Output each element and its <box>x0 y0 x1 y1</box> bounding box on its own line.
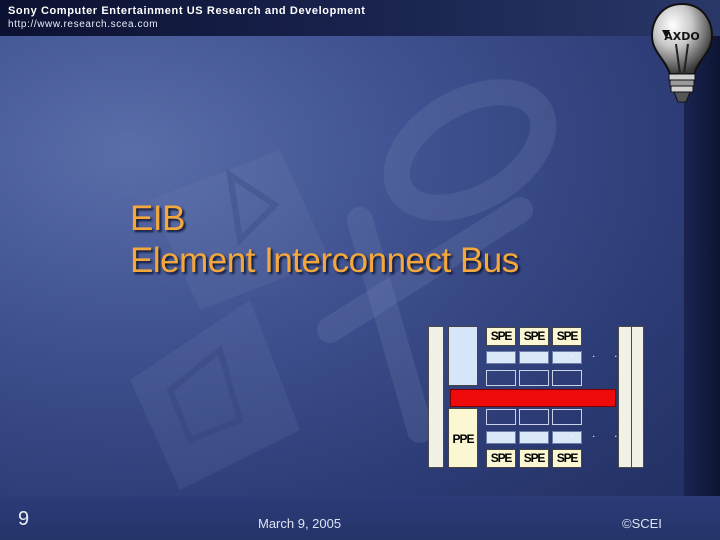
spe-top-2: SPE <box>519 327 549 346</box>
lightbulb-logo-icon: AXDO <box>650 2 714 103</box>
local-store-bottom-2 <box>519 431 549 444</box>
title-line-acronym: EIB <box>130 199 185 238</box>
spe-bottom-2: SPE <box>519 449 549 468</box>
company-name: Sony Computer Entertainment US Research … <box>8 5 366 17</box>
mfc-top-3 <box>552 370 582 386</box>
ppe-cache-block <box>448 326 478 386</box>
page-number: 9 <box>18 508 30 530</box>
slide-title: EIB Element Interconnect Bus <box>130 198 519 282</box>
local-store-top-2 <box>519 351 549 364</box>
logo-text: AXDO <box>664 30 699 43</box>
company-url: http://www.research.scea.com <box>8 19 159 30</box>
mfc-top-2 <box>519 370 549 386</box>
footer-date: March 9, 2005 <box>258 516 342 531</box>
local-store-top-3 <box>552 351 582 364</box>
spe-bottom-1: SPE <box>486 449 516 468</box>
title-line-full: Element Interconnect Bus <box>130 241 519 280</box>
mfc-bottom-2 <box>519 409 549 425</box>
ellipsis-bottom: . . . <box>570 428 626 440</box>
left-rail <box>428 326 444 468</box>
footer-bar <box>0 496 720 540</box>
local-store-top-1 <box>486 351 516 364</box>
right-edge-strip <box>684 36 720 496</box>
right-rail-inner <box>631 326 644 468</box>
spe-bottom-3: SPE <box>552 449 582 468</box>
ppe-label: PPE <box>452 432 474 446</box>
spe-top-3: SPE <box>552 327 582 346</box>
local-store-bottom-1 <box>486 431 516 444</box>
ppe-block <box>448 408 478 468</box>
mfc-bottom-1 <box>486 409 516 425</box>
local-store-bottom-3 <box>552 431 582 444</box>
header-bar <box>0 0 720 36</box>
eib-bus-bar <box>450 389 616 407</box>
mfc-top-1 <box>486 370 516 386</box>
ellipsis-top: . . . <box>570 348 626 360</box>
spe-top-1: SPE <box>486 327 516 346</box>
mfc-bottom-3 <box>552 409 582 425</box>
footer-copyright: ©SCEI <box>622 516 662 531</box>
